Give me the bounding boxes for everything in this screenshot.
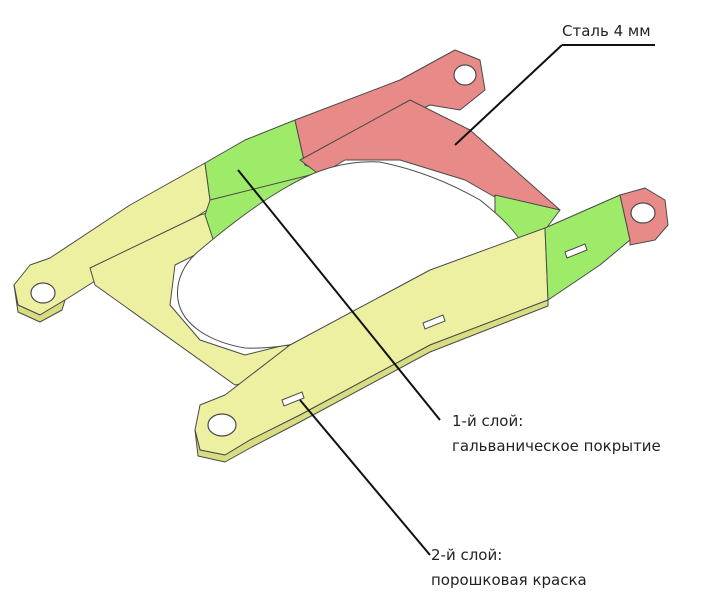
hole-back-left <box>30 282 56 304</box>
hole-back-right <box>453 64 477 86</box>
label-layer1-desc: гальваническое покрытие <box>452 437 661 455</box>
label-steel: Сталь 4 мм <box>562 22 651 40</box>
leader-layer2 <box>299 399 431 556</box>
slot-2 <box>422 314 446 330</box>
label-layer2-desc: порошковая краска <box>431 571 587 589</box>
hole-front-right <box>630 202 656 224</box>
label-layer2-title: 2-й слой: <box>431 546 503 564</box>
label-layer1-title: 1-й слой: <box>452 412 524 430</box>
back-arm-side-face <box>13 284 66 323</box>
slot-1 <box>281 391 305 407</box>
hole-front-left <box>207 413 237 437</box>
front-arm-green <box>544 194 631 301</box>
slot-3 <box>564 243 588 259</box>
leader-layer1 <box>237 169 441 421</box>
leader-steel <box>454 44 563 146</box>
front-arm-side-face <box>194 299 549 463</box>
